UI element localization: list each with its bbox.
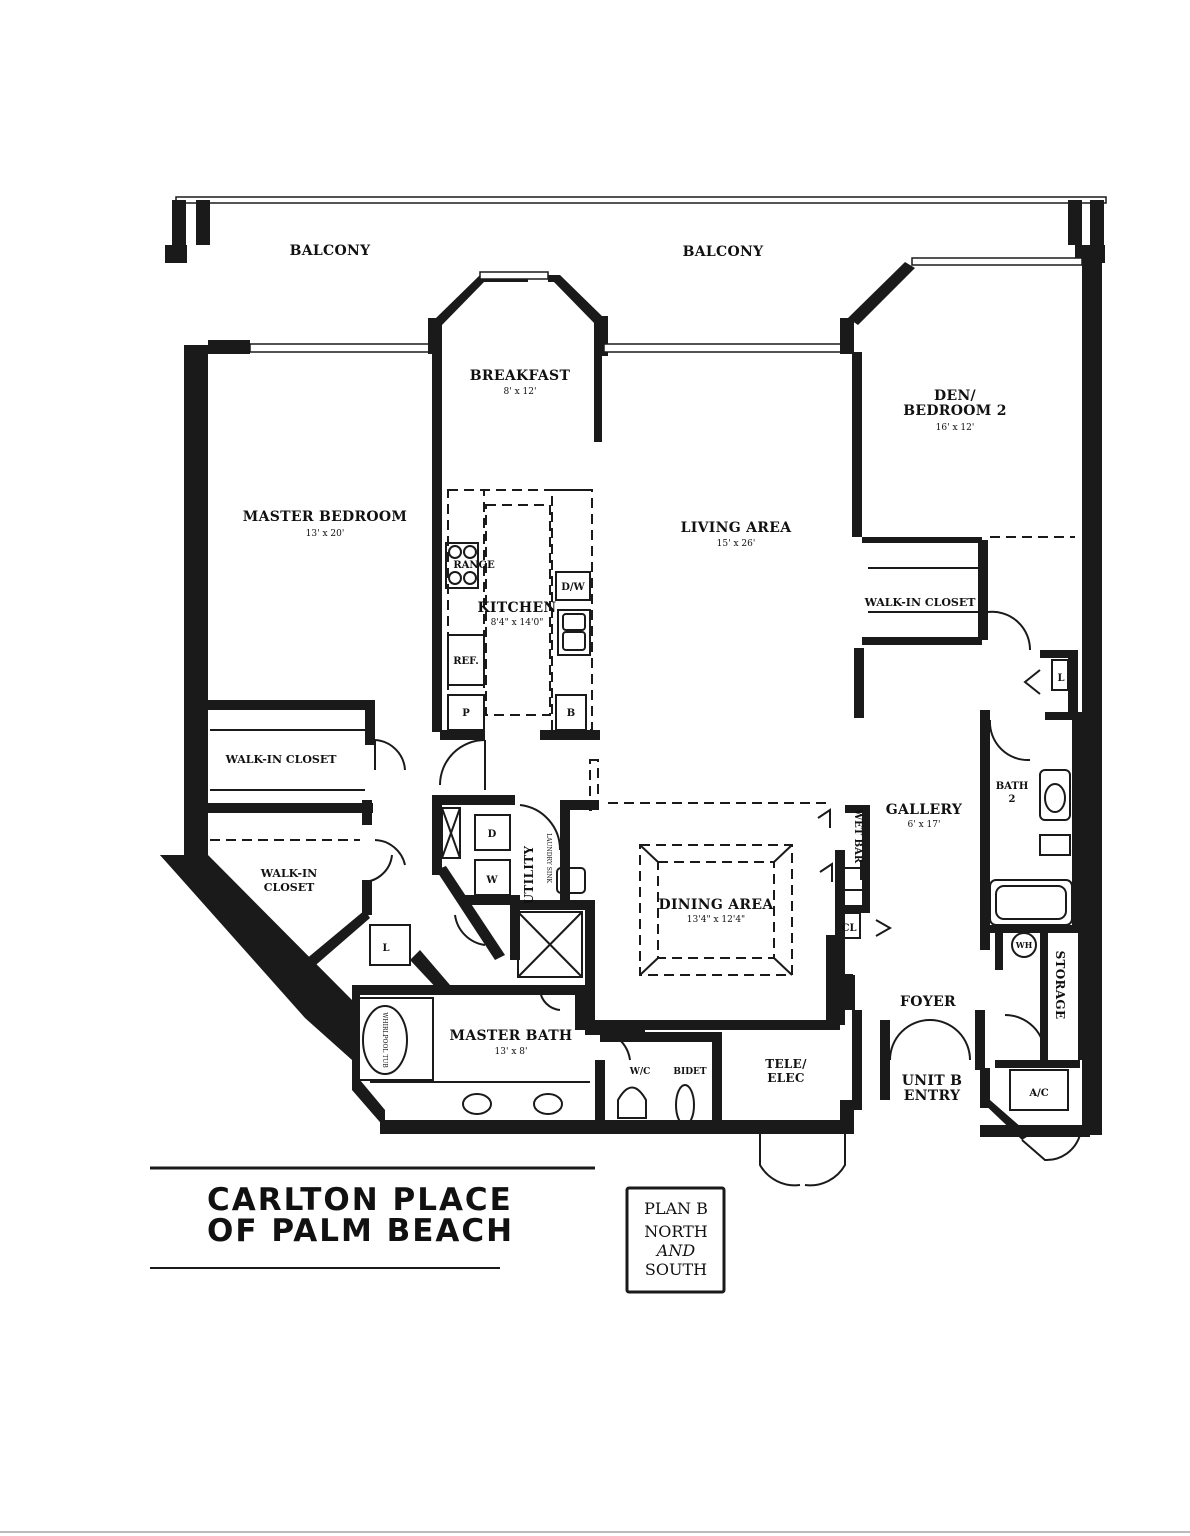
title-line-1: CARLTON PLACE [207, 1182, 513, 1218]
breakfast-label: BREAKFAST [470, 368, 571, 384]
walk-in-closet-lower-label-1: WALK-IN [260, 867, 317, 880]
bath2-label-2: 2 [1009, 794, 1016, 805]
bath2-label-1: BATH [996, 781, 1029, 792]
plan-box-line-2: NORTH [644, 1222, 708, 1241]
door-swings [361, 610, 1081, 1187]
room-labels: BALCONY BALCONY BREAKFAST 8' x 12' DEN/ … [225, 243, 1067, 1104]
plan-box-line-1: PLAN B [644, 1199, 708, 1218]
fixtures [357, 659, 1073, 1126]
plan-box: PLAN B NORTH AND SOUTH [625, 1186, 726, 1294]
range-label: RANGE [453, 560, 495, 571]
balcony-left-label: BALCONY [290, 243, 371, 259]
walk-in-closet-lower-label-2: CLOSET [264, 881, 315, 894]
washer-label: W [485, 875, 498, 886]
living-area-dims: 15' x 26' [717, 539, 756, 549]
tele-elec-label-1: TELE/ [765, 1057, 807, 1071]
closet-cl-label: CL [842, 923, 857, 934]
wet-bar-label: WET BAR [852, 808, 863, 864]
plan-box-line-4: SOUTH [645, 1260, 707, 1279]
tele-elec-label-2: ELEC [767, 1071, 804, 1085]
foyer-label: FOYER [900, 994, 956, 1010]
dining-area-label: DINING AREA [659, 897, 775, 913]
bidet-label: BIDET [673, 1067, 706, 1077]
gallery-dims: 6' x 17' [908, 820, 941, 830]
kitchen-dims: 8'4" x 14'0" [491, 618, 544, 628]
ac-label: A/C [1028, 1088, 1048, 1099]
dining-area-dims: 13'4" x 12'4" [687, 915, 745, 925]
balcony-walls [208, 257, 1083, 442]
den-dims: 16' x 12' [936, 423, 975, 433]
master-bath-label: MASTER BATH [450, 1028, 573, 1044]
linen-master-label: L [382, 943, 389, 954]
pantry-label: P [462, 708, 470, 719]
unit-entry-label-1: UNIT B [902, 1073, 962, 1089]
title-block: CARLTON PLACE OF PALM BEACH [150, 1166, 595, 1269]
kitchen-label: KITCHEN [477, 600, 556, 616]
living-area-label: LIVING AREA [681, 520, 793, 536]
title-line-2: OF PALM BEACH [207, 1213, 514, 1249]
balcony-right-label: BALCONY [683, 244, 764, 260]
linen-bath-label: L [1057, 673, 1064, 684]
master-bedroom-dims: 13' x 20' [306, 529, 345, 539]
wc-label: W/C [629, 1067, 651, 1077]
interior-walls [199, 352, 1086, 1140]
storage-label: STORAGE [1053, 951, 1067, 1020]
bar-b-label: B [567, 708, 575, 719]
dw-label: D/W [561, 582, 585, 593]
plan-box-line-3: AND [655, 1241, 696, 1260]
utility-label: UTILITY [522, 846, 536, 905]
unit-entry-label-2: ENTRY [904, 1088, 961, 1104]
den-label-2: BEDROOM 2 [903, 403, 1006, 419]
ref-label: REF. [453, 656, 479, 667]
walk-in-closet-den-label: WALK-IN CLOSET [864, 596, 977, 609]
dining-ceiling [608, 802, 832, 976]
kitchen-cabinets [445, 489, 593, 731]
water-heater-label: WH [1015, 940, 1033, 950]
dryer-label: D [488, 829, 497, 840]
breakfast-dims: 8' x 12' [504, 387, 537, 397]
master-bath-dims: 13' x 8' [495, 1047, 528, 1057]
gallery-label: GALLERY [886, 802, 963, 818]
exterior-walls [160, 245, 1102, 1137]
master-bedroom-label: MASTER BEDROOM [243, 509, 407, 525]
walk-in-closet-master-label: WALK-IN CLOSET [225, 753, 338, 766]
whirlpool-label: WHIRLPOOL TUB [381, 1012, 388, 1068]
laundry-sink-label: LAUNDRY SINK [545, 833, 552, 883]
den-label-1: DEN/ [934, 388, 977, 404]
